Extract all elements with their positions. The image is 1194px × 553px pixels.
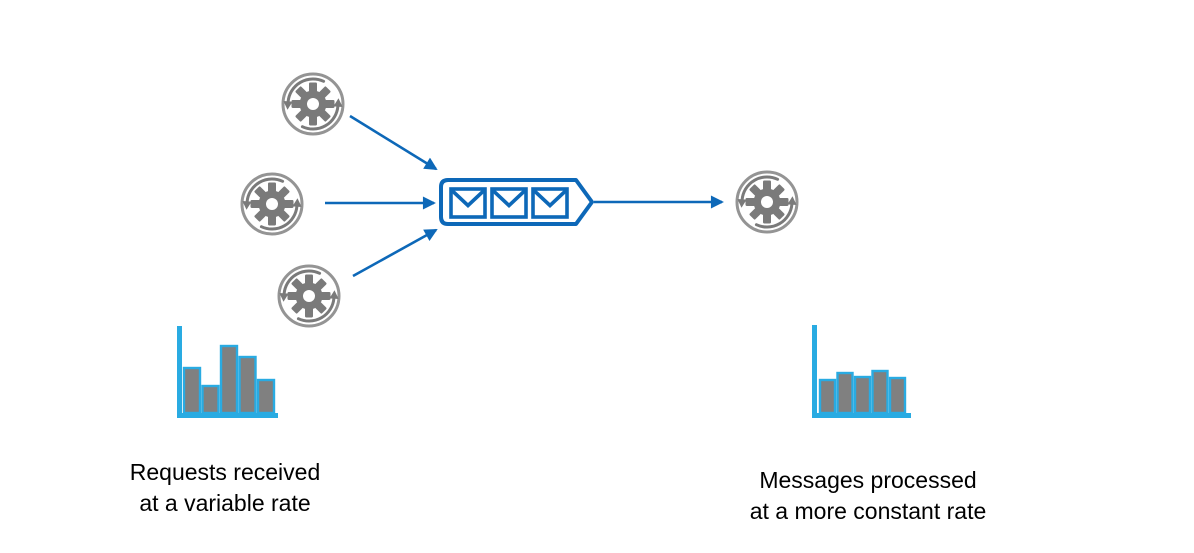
bar — [256, 378, 276, 415]
flow-arrow-producer3-to-queue — [352, 228, 438, 278]
chart-axes — [177, 326, 278, 418]
bars — [182, 344, 276, 415]
caption-line: at a more constant rate — [749, 498, 987, 524]
bar — [871, 369, 889, 415]
bar — [238, 355, 257, 415]
bar — [182, 366, 202, 415]
bar — [853, 375, 872, 415]
caption-line: Messages processed — [759, 467, 977, 493]
caption-line: at a variable rate — [139, 490, 311, 516]
chart-axes — [812, 325, 911, 418]
bar — [818, 378, 837, 415]
left-chart-caption: Requests received at a variable rate — [95, 457, 355, 519]
bar — [201, 384, 220, 415]
flow-arrow-producer1-to-queue — [349, 114, 438, 171]
envelope-icon — [531, 187, 569, 219]
bar — [888, 376, 907, 415]
constant-rate-bar-chart — [812, 325, 911, 418]
bar — [219, 344, 239, 415]
message-queue-icon — [439, 178, 594, 226]
envelope-icon — [449, 187, 487, 219]
variable-rate-bar-chart — [177, 326, 278, 418]
bar — [836, 371, 854, 415]
caption-line: Requests received — [129, 459, 321, 485]
right-chart-caption: Messages processed at a more constant ra… — [713, 465, 1023, 527]
envelope-icon — [490, 187, 528, 219]
bars — [818, 369, 907, 415]
